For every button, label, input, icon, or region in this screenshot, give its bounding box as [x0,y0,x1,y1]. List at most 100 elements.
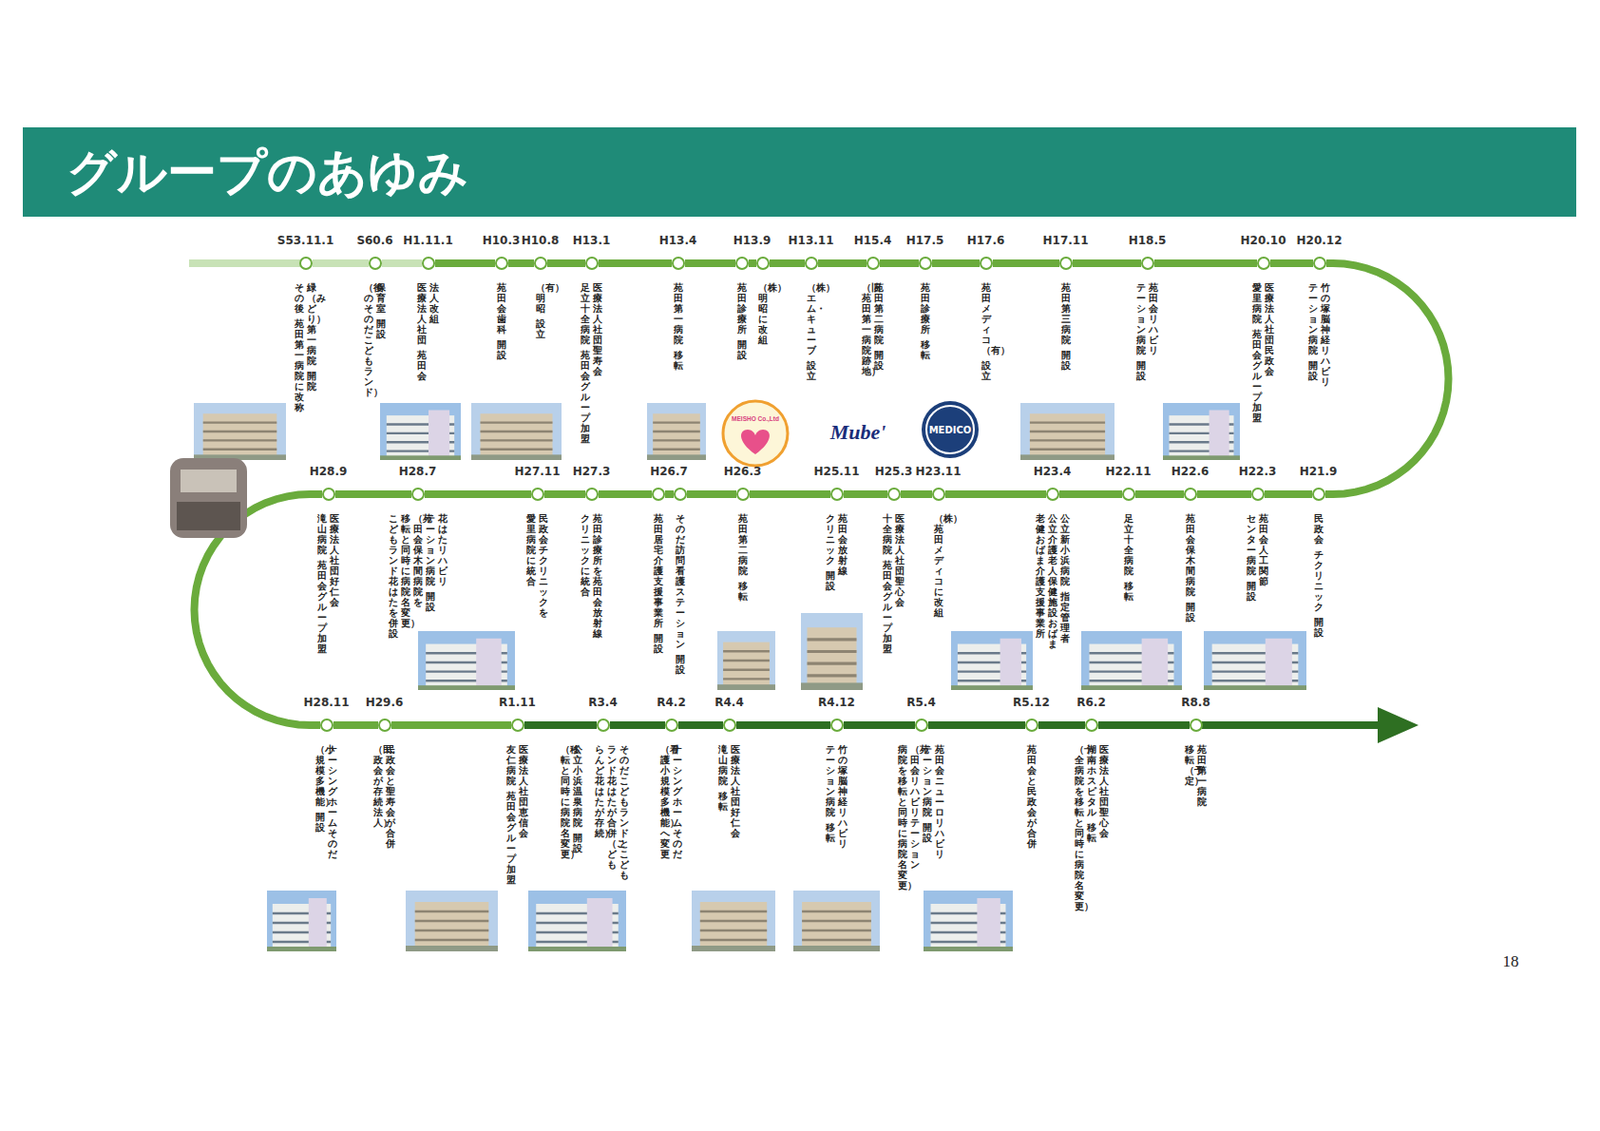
timeline-segment [1059,490,1123,498]
date-label: H22.11 [1105,464,1152,478]
text-run: 苑田診療所 [737,282,747,335]
text-column: 老健おばま介護支援事業所 [1035,513,1046,639]
timeline-point: H17.6苑田メディコ（有） 設立 [979,256,993,270]
text-run: 苑田会と民政会が合併 [1027,743,1037,849]
building-photo [691,890,776,952]
text-run: 苑田会グループ加盟 [882,559,893,654]
date-label: R5.12 [1012,695,1050,709]
timeline-point: H28.9医療法人社団好仁会 滝山病院 苑田会グループ加盟 [322,487,336,501]
event-text: 民政会と聖寿会が合併 （民政会が存続法人） [373,743,396,849]
date-label: R6.2 [1076,695,1106,709]
building-photo [1203,630,1307,690]
text-run: （旧苑田第一病院跡地） [861,282,872,377]
text-column: （後のそのだこどもランド） [363,282,374,398]
text-column: 医療法人社団聖心会 [1099,743,1109,839]
date-label: R1.11 [498,695,536,709]
timeline-segment [508,259,534,267]
building-photo [418,630,515,690]
date-label: H17.11 [1043,233,1089,248]
text-column: ナーシングホームそのだ [327,743,338,859]
date-label: H28.11 [304,695,350,709]
date-label: R4.12 [818,695,856,709]
event-text: 竹の塚脳神経リハビリ テーション病院 開設 [1308,282,1331,387]
photos [193,402,1307,952]
timeline-point: H22.6苑田会保木間病院 開設 [1183,487,1198,501]
text-run: その後 [294,282,305,314]
text-column: 緑（みどり）第一病院 開院 [306,282,317,392]
timeline-point: R4.2ナーシングホームそのだ （看護小規模多機能）へ変更 [665,718,679,732]
text-column: 移転（予定） [1184,743,1195,786]
text-run: （看護小規模多機能）へ変更 [660,743,670,859]
building-photo [800,612,863,690]
text-column: 花はたリハビリ [438,513,448,587]
timeline-point: H10.3苑田会歯科 開設 [495,256,509,270]
text-run: 竹の塚脳神経リハビリ [838,743,848,849]
date-label: R5.4 [906,695,936,709]
text-run: （後のそのだこどもランド） [363,282,374,398]
text-run: 足立十全病院 [1123,513,1134,576]
timeline-point: （株）明昭に改組 [756,256,770,270]
text-run: 緑（みどり）第一病院 [306,282,317,366]
event-text: 緑（みどり）第一病院 開院 その後 苑田第一病院に改称 [294,282,317,413]
timeline-point: H13.11（株）エム・キューブ 設立 [804,256,819,270]
date-label: H13.11 [788,233,835,248]
text-run: 医療法人社団聖心会 [895,513,905,608]
text-column: テーション病院 開設 [1136,282,1146,381]
text-run: 医療法人社団好仁会 [329,513,340,608]
event-text: 苑田会保木間病院 開設 [1185,513,1196,623]
text-column: クリニックに統合 [580,513,591,597]
text-run: 民政会 [1314,513,1324,545]
date-label: H13.1 [572,233,611,248]
text-run: 移転 [825,821,836,843]
text-run: （株）明昭に改組 [758,282,768,345]
logo-circle [723,400,788,466]
date-label: H22.3 [1238,464,1277,478]
date-label: H20.10 [1240,233,1287,248]
building-photo [647,402,706,460]
text-column: ナーシングホームそのだ [672,743,683,859]
event-text: 苑田会ニューロリハビリ テーション病院 開設 （苑田会リハビリテーション 病院を… [897,743,945,891]
text-run: ナーシングホームそのだ [672,743,683,859]
timeline-point: R1.11医療法人社団恵信会 友仁病院 苑田会グループ加盟 [511,718,525,732]
event-text: 苑田会歯科 開設 [496,282,507,361]
building-photo [923,890,1013,952]
text-run: 苑田診療所を苑田会放射線 [592,513,603,639]
text-column: 竹の塚脳神経リハビリ [838,743,848,849]
text-column: 公立新小浜病院 指定管理者 [1060,513,1070,644]
photo-detail [180,469,237,493]
text-run: 移転（予定） [1184,743,1195,786]
date-label: H25.3 [875,464,914,478]
text-column: 医療法人社団好仁会 [730,743,741,839]
text-run: チクリニック [1314,549,1324,612]
event-text: 竹の塚脳神経リハビリ テーション病院 移転 [825,743,848,849]
timeline-point: R4.4医療法人社団好仁会 滝山病院 移転 [723,718,737,732]
date-label: H20.12 [1296,233,1343,248]
date-label: H17.6 [967,233,1006,248]
text-column: 湖南ホスピタル 移転 [1086,743,1097,843]
text-run: 苑田居宅介護支援事業所 [653,513,664,629]
page-number: 18 [1503,952,1520,972]
timeline-point: H13.1医療法人社団聖寿会 足立十全病院 苑田会グループ加盟 [585,256,599,270]
date-label: H23.11 [915,464,962,478]
event-text: ナーシングホームそのだ （小規模多機能） 開設 [315,743,338,859]
text-run: 苑田メディコ（有） [981,282,991,356]
timeline-segment [1098,721,1190,729]
date-label: R4.4 [714,695,744,709]
timeline-point: S60.6保育室 開設 （後のそのだこどもランド） [368,256,382,270]
building-photo [266,890,337,952]
text-column: 苑田診療所を苑田会放射線 [592,513,603,639]
timeline-segment [932,259,980,267]
timeline-segment [748,259,757,267]
timeline-point: H23.11（株）苑田メディコに改組 [932,487,946,501]
event-text: ナーシングホームそのだ （看護小規模多機能）へ変更 [660,743,683,859]
logo-text: MEDICO [929,424,972,436]
timeline-segment [678,721,724,729]
building-photo [471,402,562,460]
timeline-segment [1197,490,1252,498]
text-column: 医療法人社団民政会 [1264,282,1275,377]
timeline-point: R6.2医療法人社団聖心会 湖南ホスピタル 移転 （十全病院を移転と同時に病院名… [1085,718,1099,732]
text-run: 開院 [306,370,317,392]
text-column: （有）明昭 設立 [535,282,546,340]
text-run: 開設 [376,318,386,340]
building-photo [1081,630,1182,690]
